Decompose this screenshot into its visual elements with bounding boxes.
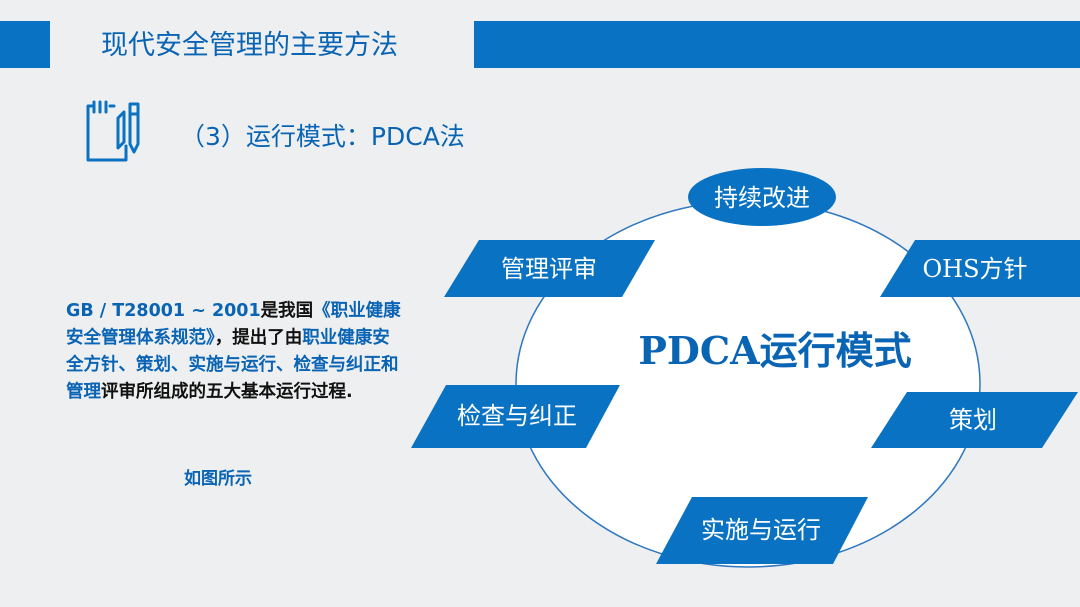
step-box-plan (871, 392, 1078, 448)
note-pencil-icon (86, 100, 140, 162)
header-band-left (0, 21, 50, 68)
desc-text-3: 评审所组成的五大基本运行过程. (101, 382, 353, 402)
step-label-review: 管理评审 (501, 255, 597, 283)
process-list: 职业健康安全方针、策划、实施与运行、检查与纠正和管理 (66, 328, 399, 402)
header-band-right (474, 21, 1080, 68)
desc-text-2: ，提出了由 (214, 328, 303, 348)
step-label-plan: 策划 (949, 406, 997, 434)
slide-title: 现代安全管理的主要方法 (101, 30, 398, 61)
step-label-policy: OHS方针 (922, 255, 1027, 283)
step-label-check: 检查与纠正 (457, 402, 577, 430)
step-box-do (656, 497, 868, 564)
section-subtitle: （3）运行模式：PDCA法 (180, 122, 465, 151)
desc-text-1: 是我国 (260, 301, 314, 321)
step-box-review (444, 240, 655, 297)
step-box-check (411, 385, 620, 448)
as-shown-label: 如图所示 (184, 469, 252, 489)
step-label-do: 实施与运行 (701, 516, 821, 544)
top-ellipse (688, 168, 836, 226)
center-label: PDCA运行模式 (638, 328, 911, 373)
cycle-ellipse (515, 200, 981, 568)
description-text: GB / T28001 ~ 2001是我国《职业健康安全管理体系规范》，提出了由… (66, 298, 406, 406)
step-box-policy (880, 240, 1080, 297)
standard-code: GB / T28001 ~ 2001 (66, 301, 261, 321)
top-label: 持续改进 (714, 184, 810, 212)
standard-name: 《职业健康安全管理体系规范》 (66, 301, 401, 348)
